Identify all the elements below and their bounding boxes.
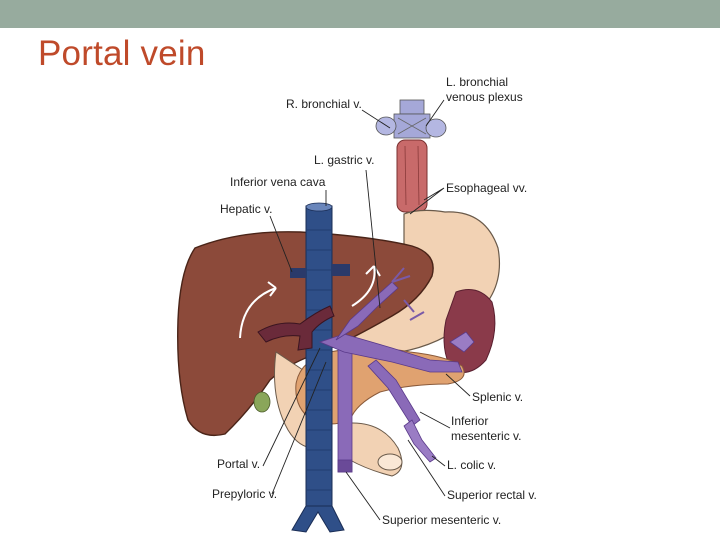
title-bar (0, 0, 720, 28)
label-r-bronchial: R. bronchial v. (286, 97, 362, 111)
portal-system (318, 267, 475, 473)
bronchial-plexus (375, 99, 447, 139)
esophagus (396, 139, 428, 213)
label-inf-mes-line1: Inferior (451, 414, 488, 428)
labels: L. bronchial venous plexus R. bronchial … (212, 75, 537, 527)
flow-arrows (239, 265, 381, 339)
label-inf-mes-line2: mesenteric v. (451, 429, 521, 443)
spleen (443, 289, 496, 373)
label-hepatic: Hepatic v. (220, 202, 272, 216)
label-portal: Portal v. (217, 457, 260, 471)
label-l-bronchial-line1: L. bronchial (446, 75, 508, 89)
leader-lines (262, 99, 471, 521)
label-l-bronchial-line2: venous plexus (446, 90, 523, 104)
portal-vein-branches (257, 305, 335, 351)
label-l-gastric: L. gastric v. (314, 153, 374, 167)
label-sup-mes: Superior mesenteric v. (382, 513, 501, 527)
gallbladder (253, 391, 271, 413)
label-sup-rectal: Superior rectal v. (447, 488, 537, 502)
label-ivc: Inferior vena cava (230, 175, 326, 189)
label-esophageal: Esophageal vv. (446, 181, 527, 195)
hepatic-veins (290, 264, 350, 278)
label-l-colic: L. colic v. (447, 458, 496, 472)
inferior-vena-cava (291, 202, 345, 533)
label-prepyloric: Prepyloric v. (212, 487, 277, 501)
label-splenic: Splenic v. (472, 390, 523, 404)
slide-title: Portal vein (38, 34, 206, 73)
